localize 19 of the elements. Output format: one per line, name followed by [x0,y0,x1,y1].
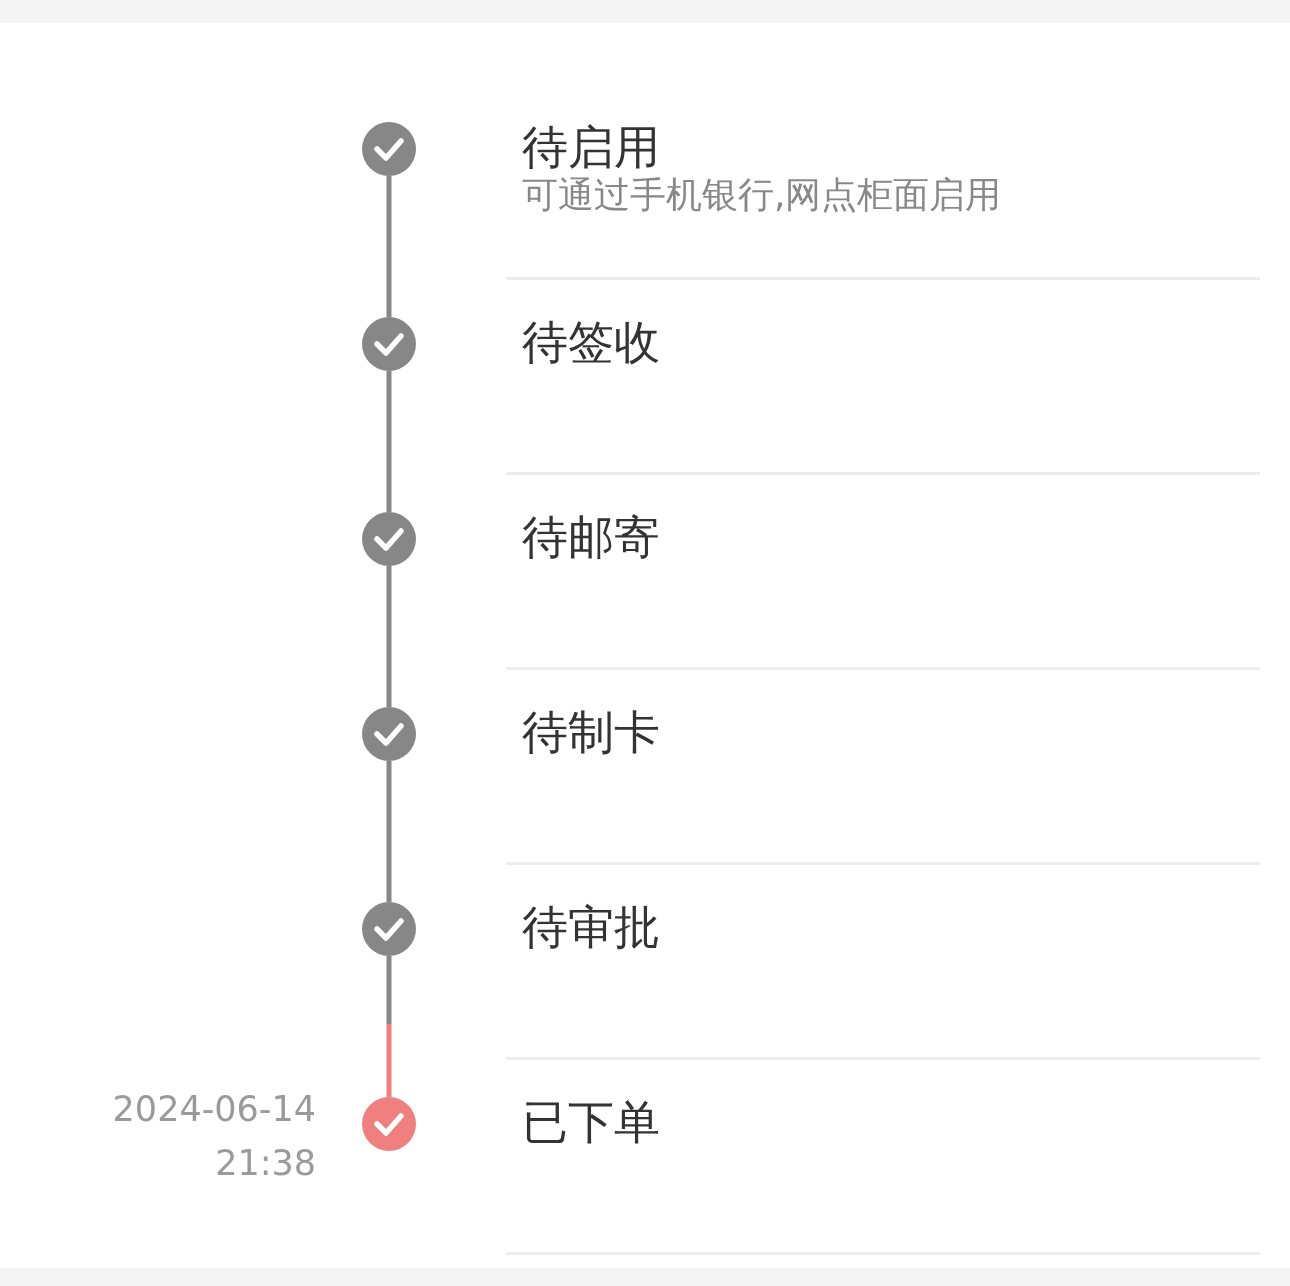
check-circle-icon [362,1097,416,1151]
timeline-line [386,176,392,317]
timeline-line [386,761,392,902]
status-title: 待签收 [522,318,660,366]
timestamp: 2024-06-14 21:38 [111,1088,316,1185]
status-title: 已下单 [522,1098,660,1146]
check-circle-icon [362,512,416,566]
check-circle-icon [362,707,416,761]
timeline-line [386,956,392,1097]
check-circle-icon [362,122,416,176]
timeline-line [386,566,392,707]
timeline-line [386,371,392,512]
status-title: 待制卡 [522,708,660,756]
status-title: 待邮寄 [522,513,660,561]
check-circle-icon [362,902,416,956]
status-note: 可通过手机银行,网点柜面启用 [522,175,1002,215]
status-title: 待审批 [522,903,660,951]
check-circle-icon [362,317,416,371]
status-title: 待启用 [522,123,660,171]
